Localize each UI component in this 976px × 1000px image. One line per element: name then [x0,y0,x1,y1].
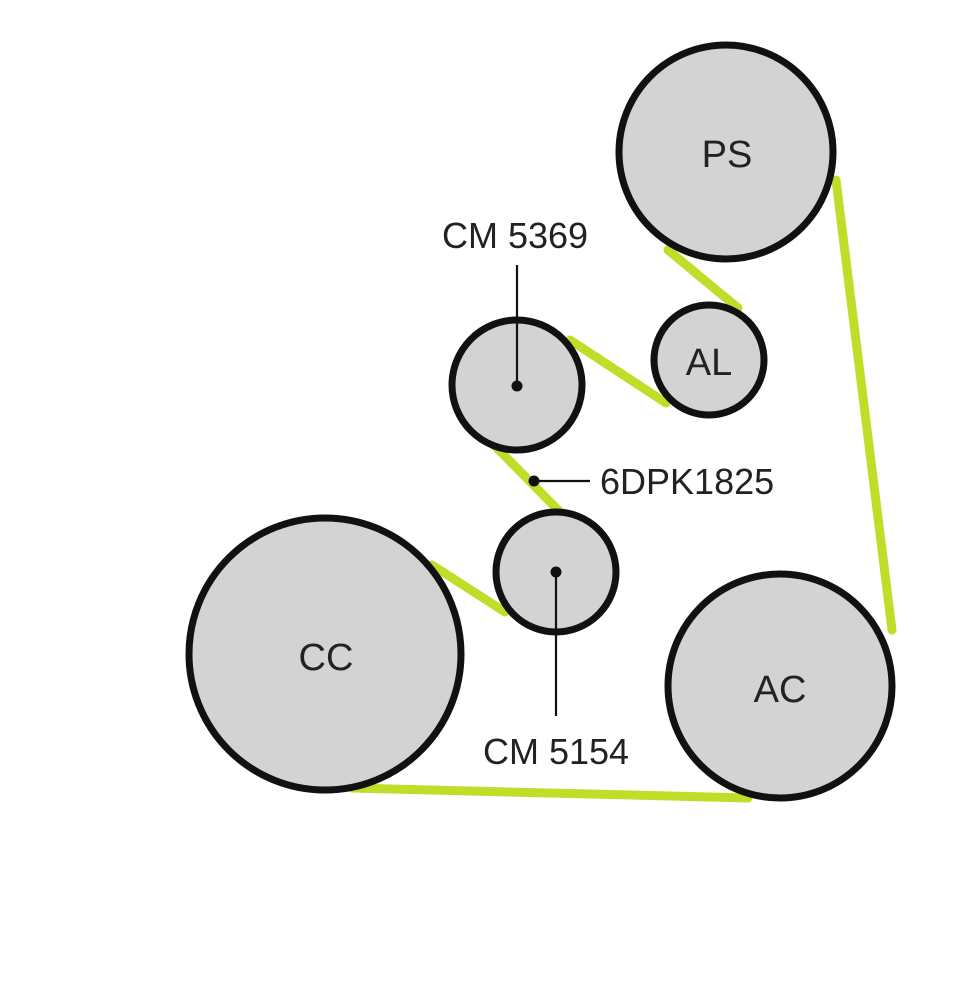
pulley-cc: CC [185,514,465,794]
pulley-ac: AC [664,570,896,802]
pulley-ps-label: PS [702,134,753,176]
pulley-ac-circle [664,570,896,802]
belt-segment-idler-bottom-idler-top [490,441,565,517]
callout-idler-bottom: CM 5154 [483,572,629,772]
belt-segment-ac-cc [347,783,753,803]
pulley-ps: PS [615,41,837,263]
pulley-ac-label: AC [754,669,807,711]
pulley-cc-label: CC [299,637,354,679]
belt-segment-al-ps [663,245,743,313]
callout-idler-bottom-label: CM 5154 [483,731,629,772]
pulley-ps-circle [615,41,837,263]
pulley-al-circle [650,301,768,419]
pulley-al: AL [650,301,768,419]
callout-idler-top-label: CM 5369 [442,215,588,256]
idler-top-hub [511,380,523,392]
belt [347,175,897,803]
pulley-cc-circle [185,514,465,794]
belt-segment-cc-idler-bottom [427,560,510,617]
callout-belt-label: 6DPK1825 [600,461,774,502]
pulley-al-label: AL [686,342,732,384]
callout-belt: 6DPK1825 [528,461,774,502]
callout-idler-top: CM 5369 [442,215,588,384]
belt-segment-ps-ac [831,175,897,635]
belt-segment-idler-top-al [565,335,671,408]
